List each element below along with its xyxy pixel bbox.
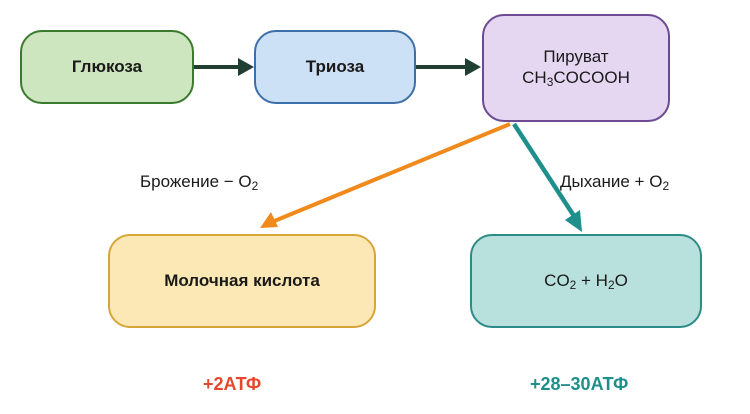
fermentation-label-text: Брожение − O xyxy=(140,172,252,191)
formula-part: O xyxy=(614,270,628,290)
node-glucose-label: Глюкоза xyxy=(71,57,143,77)
formula-subscript: 3 xyxy=(546,75,554,90)
formula-part: CO xyxy=(544,270,570,290)
arrow-respiration xyxy=(512,122,576,218)
node-lactic-acid-label: Молочная кислота xyxy=(164,271,320,291)
formula-part: COCOOH xyxy=(553,68,630,88)
fermentation-label-subscript: 2 xyxy=(251,178,259,193)
node-lactic-acid: Молочная кислота xyxy=(108,234,376,328)
fermentation-label: Брожение − O2 xyxy=(140,172,258,193)
arrowhead-triose-to-pyruvate xyxy=(465,58,481,76)
formula-subscript: 2 xyxy=(607,277,615,292)
respiration-atp-yield: +28–30АТФ xyxy=(530,374,629,394)
node-pyruvate-label: Пируват xyxy=(543,46,609,66)
arrowhead-respiration xyxy=(565,210,582,232)
node-triose: Триоза xyxy=(254,30,416,104)
node-triose-label: Триоза xyxy=(305,57,365,77)
respiration-label: Дыхание + O2 xyxy=(560,172,669,193)
node-pyruvate-formula: CH3COCOOH xyxy=(522,67,630,90)
arrowhead-fermentation xyxy=(260,212,278,228)
formula-part: + H xyxy=(576,270,608,290)
arrowhead-glucose-to-triose xyxy=(238,58,254,76)
node-respiration-products: CO2 + H2O xyxy=(470,234,702,328)
formula-subscript: 2 xyxy=(569,277,577,292)
node-pyruvate: Пируват CH3COCOOH xyxy=(482,14,670,122)
formula-part: CH xyxy=(522,68,547,88)
arrow-fermentation xyxy=(271,122,511,224)
respiration-label-subscript: 2 xyxy=(662,178,670,193)
respiration-label-text: Дыхание + O xyxy=(560,172,663,191)
node-respiration-products-label: CO2 + H2O xyxy=(544,270,628,293)
fermentation-atp-yield: +2АТФ xyxy=(203,374,262,394)
node-glucose: Глюкоза xyxy=(20,30,194,104)
